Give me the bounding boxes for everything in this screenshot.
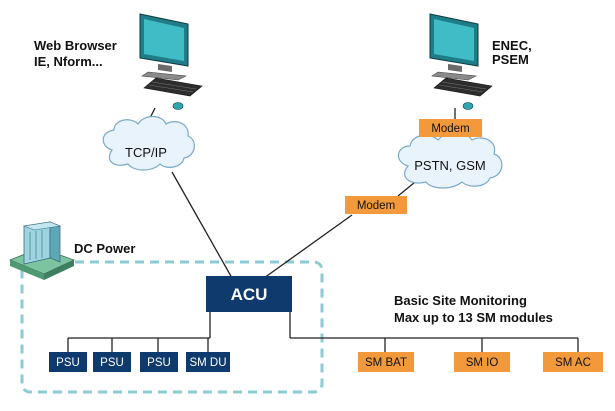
smdu-label: SM DU	[189, 357, 226, 369]
line-modem-to-acu	[263, 214, 353, 279]
modem-top: Modem	[419, 119, 482, 137]
modem-middle: Modem	[345, 196, 407, 214]
modem-middle-label: Modem	[357, 200, 395, 212]
sm-bat-label: SM BAT	[365, 357, 407, 369]
dc-power-label: DC Power	[74, 241, 135, 256]
tcpip-cloud: TCP/IP	[102, 115, 195, 171]
modem-top-label: Modem	[431, 123, 469, 135]
web-browser-label-line2: IE, Nform...	[34, 54, 103, 69]
psu-box-2: PSU	[93, 352, 131, 372]
psu-box-1: PSU	[49, 352, 87, 372]
right-computer-icon	[429, 13, 493, 110]
sm-ac-box: SM AC	[543, 352, 603, 372]
psu-label-2: PSU	[100, 357, 124, 369]
smdu-box: SM DU	[186, 352, 230, 372]
site-monitoring-label-line2: Max up to 13 SM modules	[394, 310, 553, 325]
sm-ac-label: SM AC	[555, 357, 591, 369]
enec-label-line2: PSEM	[492, 52, 529, 67]
sm-io-box: SM IO	[454, 352, 510, 372]
pstn-cloud: PSTN, GSM	[397, 131, 503, 189]
power-cabinet-icon	[8, 221, 76, 280]
web-browser-label-line1: Web Browser	[34, 38, 117, 53]
sm-io-label: SM IO	[466, 357, 499, 369]
pstn-label: PSTN, GSM	[414, 158, 486, 173]
line-tcpip-to-acu	[171, 171, 233, 279]
acu-box: ACU	[206, 276, 292, 312]
site-monitoring-label-line1: Basic Site Monitoring	[394, 293, 527, 308]
left-computer-icon	[139, 13, 203, 110]
dc-power-boundary	[20, 260, 324, 394]
psu-label-1: PSU	[56, 357, 80, 369]
psu-box-3: PSU	[140, 352, 178, 372]
psu-label-3: PSU	[147, 357, 171, 369]
acu-label: ACU	[231, 285, 268, 304]
sm-bat-box: SM BAT	[358, 352, 414, 372]
enec-label-line1: ENEC,	[492, 38, 532, 53]
tcpip-label: TCP/IP	[125, 145, 167, 160]
